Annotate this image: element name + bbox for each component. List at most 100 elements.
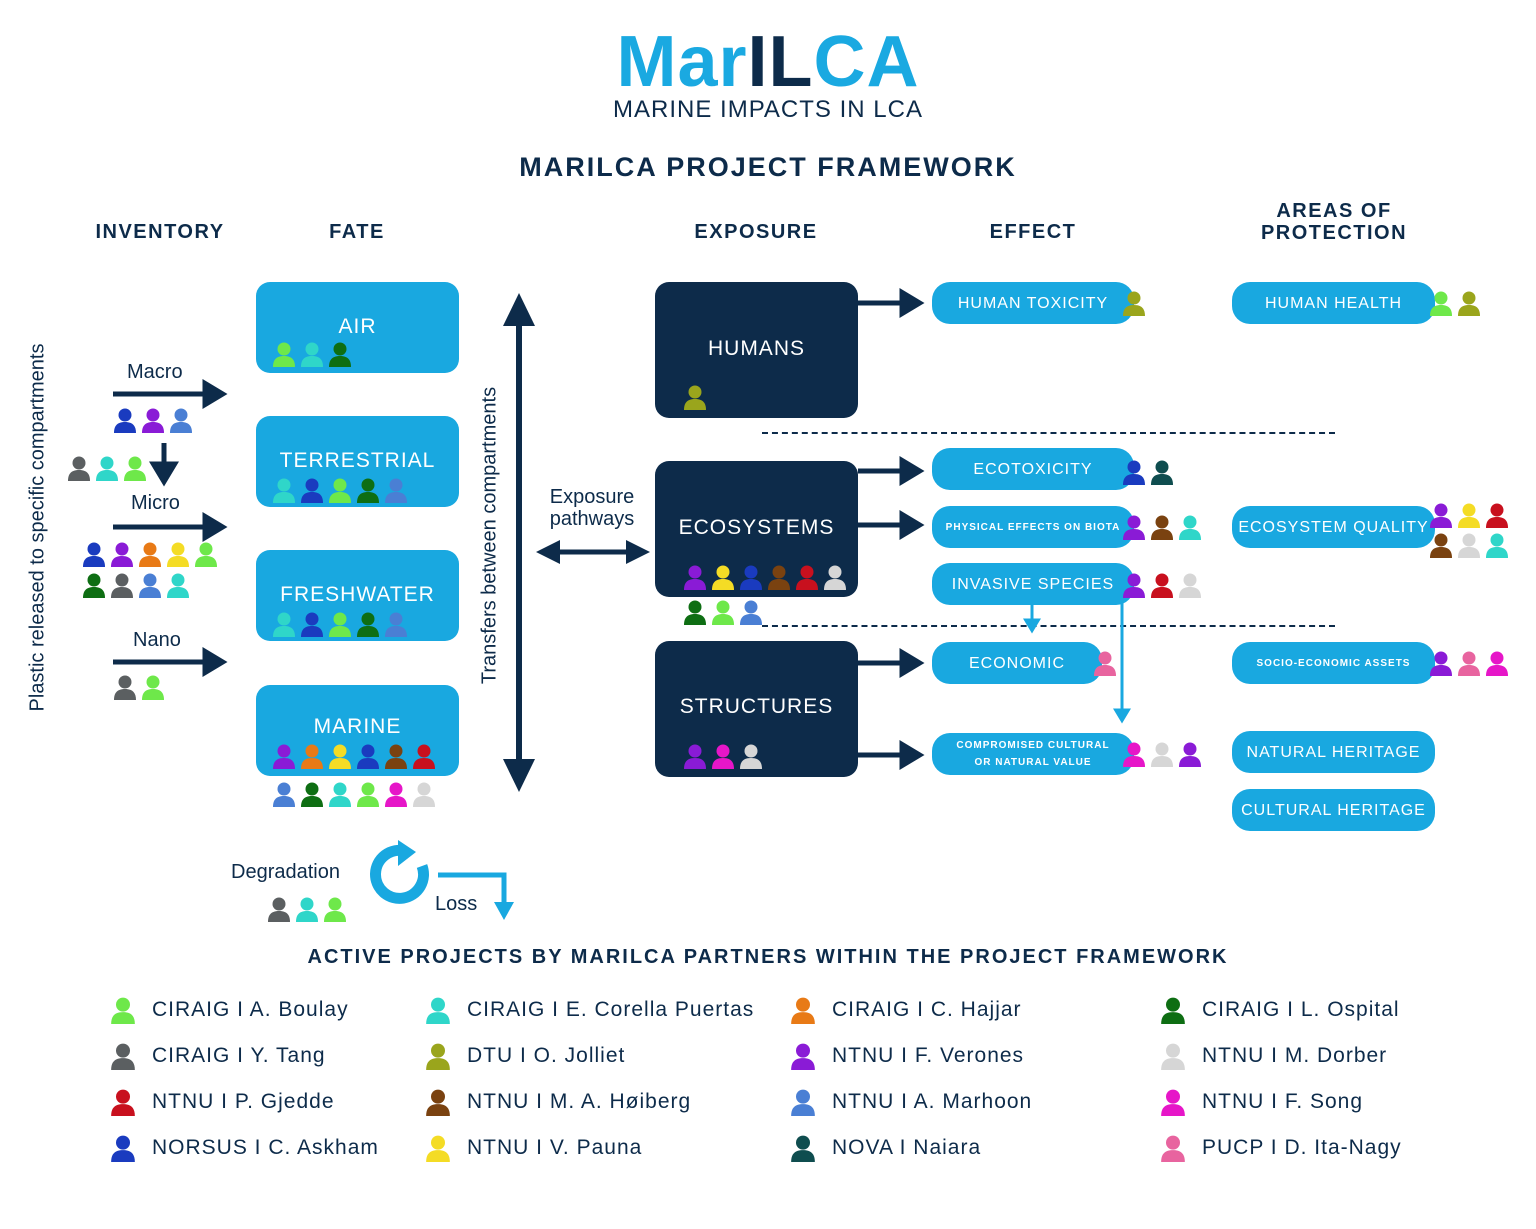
effect-ecotoxicity: ECOTOXICITY — [932, 448, 1134, 490]
physical-effects-people — [1122, 514, 1202, 540]
effect-economic: ECONOMIC — [932, 642, 1102, 684]
person-icon — [329, 342, 351, 367]
person-icon — [1151, 573, 1173, 598]
logo-subtitle: MARINE IMPACTS IN LCA — [613, 96, 923, 123]
person-icon — [167, 542, 189, 567]
legend-item: NTNU I V. Pauna — [425, 1134, 642, 1162]
person-icon — [167, 573, 189, 598]
marine-people-row1 — [272, 743, 436, 769]
person-icon — [83, 542, 105, 567]
degradation-cycle-icon — [370, 840, 514, 920]
person-icon — [768, 565, 790, 590]
person-icon — [791, 1089, 815, 1116]
person-icon — [1179, 515, 1201, 540]
person-icon — [111, 1135, 135, 1162]
person-icon — [1179, 573, 1201, 598]
person-icon — [124, 456, 146, 481]
person-icon — [824, 565, 846, 590]
aop-socio-economic-assets: SOCIO-ECONOMIC ASSETS — [1232, 642, 1435, 684]
person-icon — [142, 675, 164, 700]
invasive-species-arrows — [1023, 600, 1131, 724]
micro-people-row1 — [82, 541, 218, 567]
degradation-label: Degradation — [231, 861, 340, 883]
transfers-double-arrow — [503, 293, 535, 792]
person-icon — [195, 542, 217, 567]
person-icon — [273, 342, 295, 367]
person-icon — [324, 897, 346, 922]
person-icon — [385, 478, 407, 503]
person-icon — [1094, 651, 1116, 676]
macro-label: Macro — [127, 361, 183, 383]
aop-cultural-heritage: CULTURAL HERITAGE — [1232, 789, 1435, 831]
person-icon — [111, 1089, 135, 1116]
logo-wordmark: MarILCA — [616, 22, 920, 102]
person-icon — [1151, 515, 1173, 540]
exposure-structures-box: STRUCTURES — [655, 641, 858, 777]
aop-natural-heritage: NATURAL HERITAGE — [1232, 731, 1435, 773]
person-icon — [1161, 997, 1185, 1024]
person-icon — [791, 997, 815, 1024]
person-icon — [791, 1135, 815, 1162]
person-icon — [296, 897, 318, 922]
person-icon — [111, 573, 133, 598]
person-icon — [114, 675, 136, 700]
micro-label: Micro — [131, 492, 180, 514]
legend-label: CIRAIG I A. Boulay — [152, 998, 349, 1021]
person-icon — [740, 565, 762, 590]
ecosystem-quality-people-row2 — [1429, 532, 1509, 558]
legend-item: NTNU I F. Verones — [790, 1042, 1024, 1070]
aop-human-health: HUMAN HEALTH — [1232, 282, 1435, 324]
legend-item: CIRAIG I E. Corella Puertas — [425, 996, 754, 1024]
marine-people-row2 — [272, 781, 436, 807]
legend-item: CIRAIG I Y. Tang — [110, 1042, 326, 1070]
person-icon — [1430, 503, 1452, 528]
person-icon — [684, 744, 706, 769]
legend-label: NTNU I F. Verones — [832, 1044, 1025, 1067]
person-icon — [301, 782, 323, 807]
person-icon — [1123, 460, 1145, 485]
person-icon — [740, 600, 762, 625]
person-icon — [139, 542, 161, 567]
person-icon — [1458, 291, 1480, 316]
ecotoxicity-people — [1122, 459, 1174, 485]
legend-label: CIRAIG I Y. Tang — [152, 1044, 326, 1067]
person-icon — [1430, 651, 1452, 676]
exposure-humans-box: HUMANS — [655, 282, 858, 418]
exposure-pathways-arrow — [536, 540, 650, 564]
socio-economic-people — [1429, 650, 1509, 676]
effect-physical-effects: PHYSICAL EFFECTS ON BIOTA — [932, 506, 1134, 548]
person-icon — [385, 744, 407, 769]
person-icon — [301, 342, 323, 367]
degradation-people — [267, 896, 347, 922]
person-icon — [796, 565, 818, 590]
person-icon — [329, 612, 351, 637]
macro-people — [113, 407, 193, 433]
person-icon — [357, 782, 379, 807]
person-icon — [301, 744, 323, 769]
person-icon — [273, 782, 295, 807]
legend-label: NOVA I Naiara — [832, 1136, 982, 1159]
person-icon — [1458, 651, 1480, 676]
legend-label: DTU I O. Jolliet — [467, 1044, 626, 1067]
effect-invasive-species: INVASIVE SPECIES — [932, 563, 1134, 605]
person-icon — [1151, 742, 1173, 767]
person-icon — [268, 897, 290, 922]
person-icon — [1123, 573, 1145, 598]
legend-item: NOVA I Naiara — [790, 1134, 981, 1162]
legend-item: NTNU I M. Dorber — [1160, 1042, 1387, 1070]
person-icon — [357, 744, 379, 769]
ecosystems-people-below — [683, 599, 763, 625]
legend-label: NORSUS I C. Askham — [152, 1136, 379, 1159]
legend-label: NTNU I M. A. Høiberg — [467, 1090, 692, 1113]
legend-label: CIRAIG I E. Corella Puertas — [467, 998, 755, 1021]
fate-air-box: AIR — [256, 282, 459, 373]
legend-label: CIRAIG I L. Ospital — [1202, 998, 1400, 1021]
invasive-species-people — [1122, 572, 1202, 598]
legend-item: NTNU I A. Marhoon — [790, 1088, 1032, 1116]
column-exposure: EXPOSURE — [694, 221, 818, 243]
aop-ecosystem-quality: ECOSYSTEM QUALITY — [1232, 506, 1435, 548]
fate-terrestrial-box: TERRESTRIAL — [256, 416, 459, 507]
person-icon — [712, 600, 734, 625]
human-health-people — [1429, 290, 1481, 316]
